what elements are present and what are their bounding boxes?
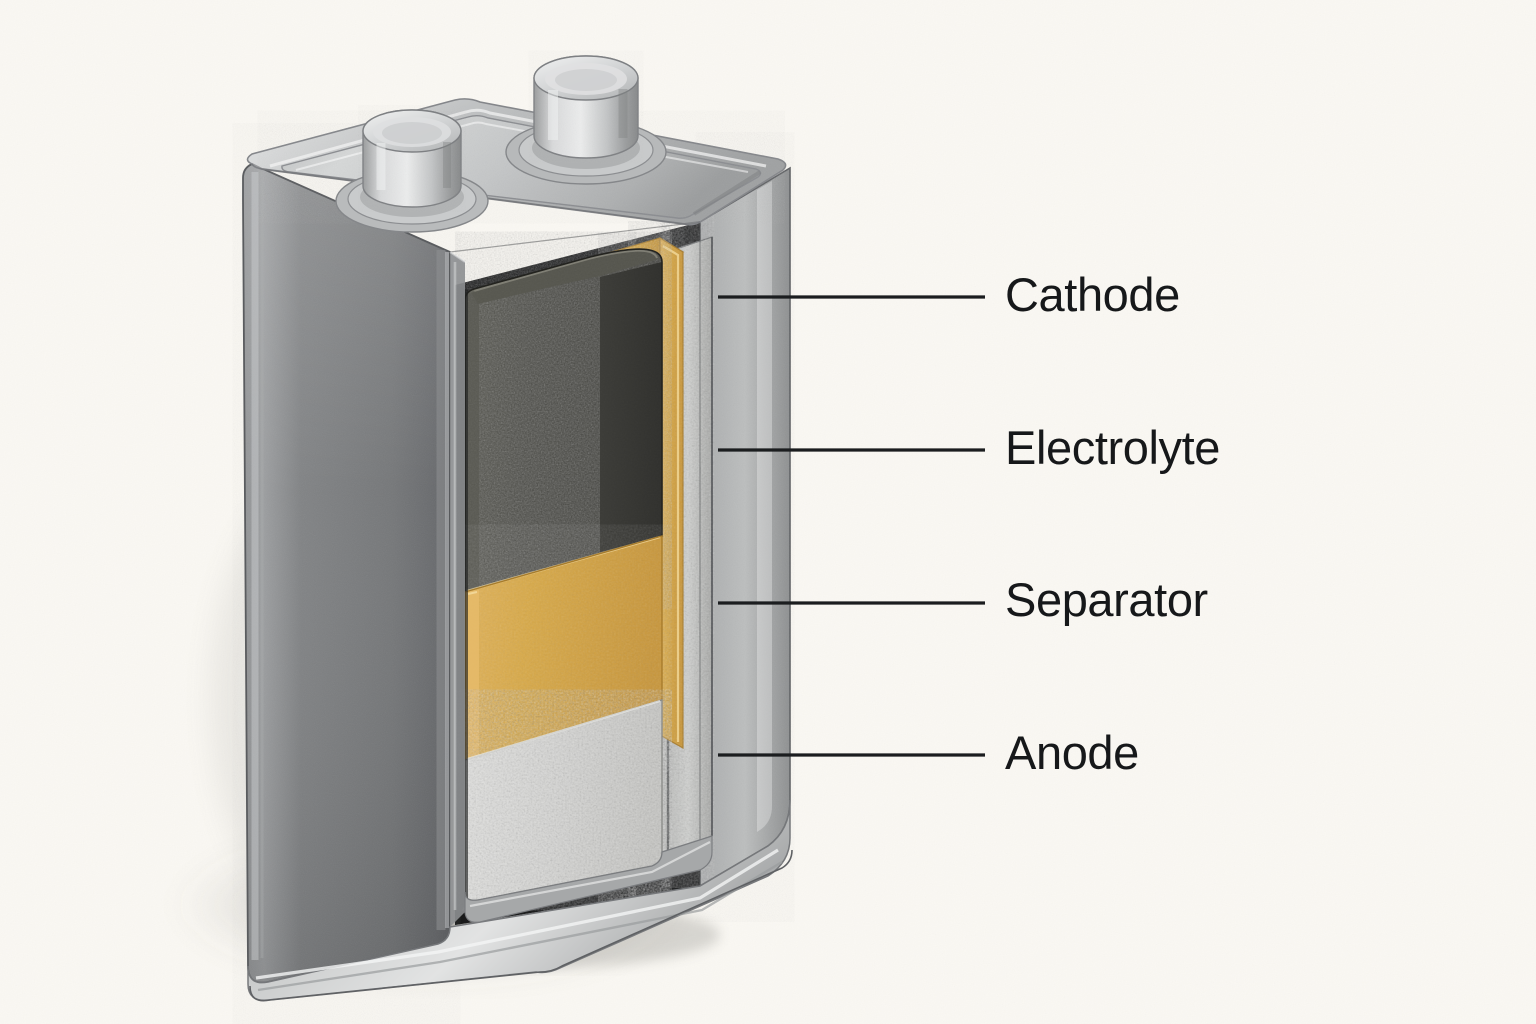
casing-opening-lip <box>449 251 466 927</box>
callout-label-anode: Anode <box>1005 726 1139 779</box>
callout-label-separator: Separator <box>1005 573 1208 626</box>
casing-bottom-rim <box>247 799 793 1002</box>
terminal-large <box>505 55 667 185</box>
casing-inner-bottom-step <box>464 835 713 923</box>
callout-label-cathode: Cathode <box>1005 268 1180 321</box>
electrode-cathode <box>464 248 663 594</box>
terminal-small <box>335 109 489 233</box>
electrode-separator <box>464 535 663 761</box>
battery-illustration <box>242 55 793 1002</box>
callout-leader-lines <box>718 295 985 757</box>
casing-right-wall <box>699 166 791 888</box>
casing-front-face <box>242 163 451 984</box>
callout-label-electrolyte: Electrolyte <box>1005 421 1221 474</box>
